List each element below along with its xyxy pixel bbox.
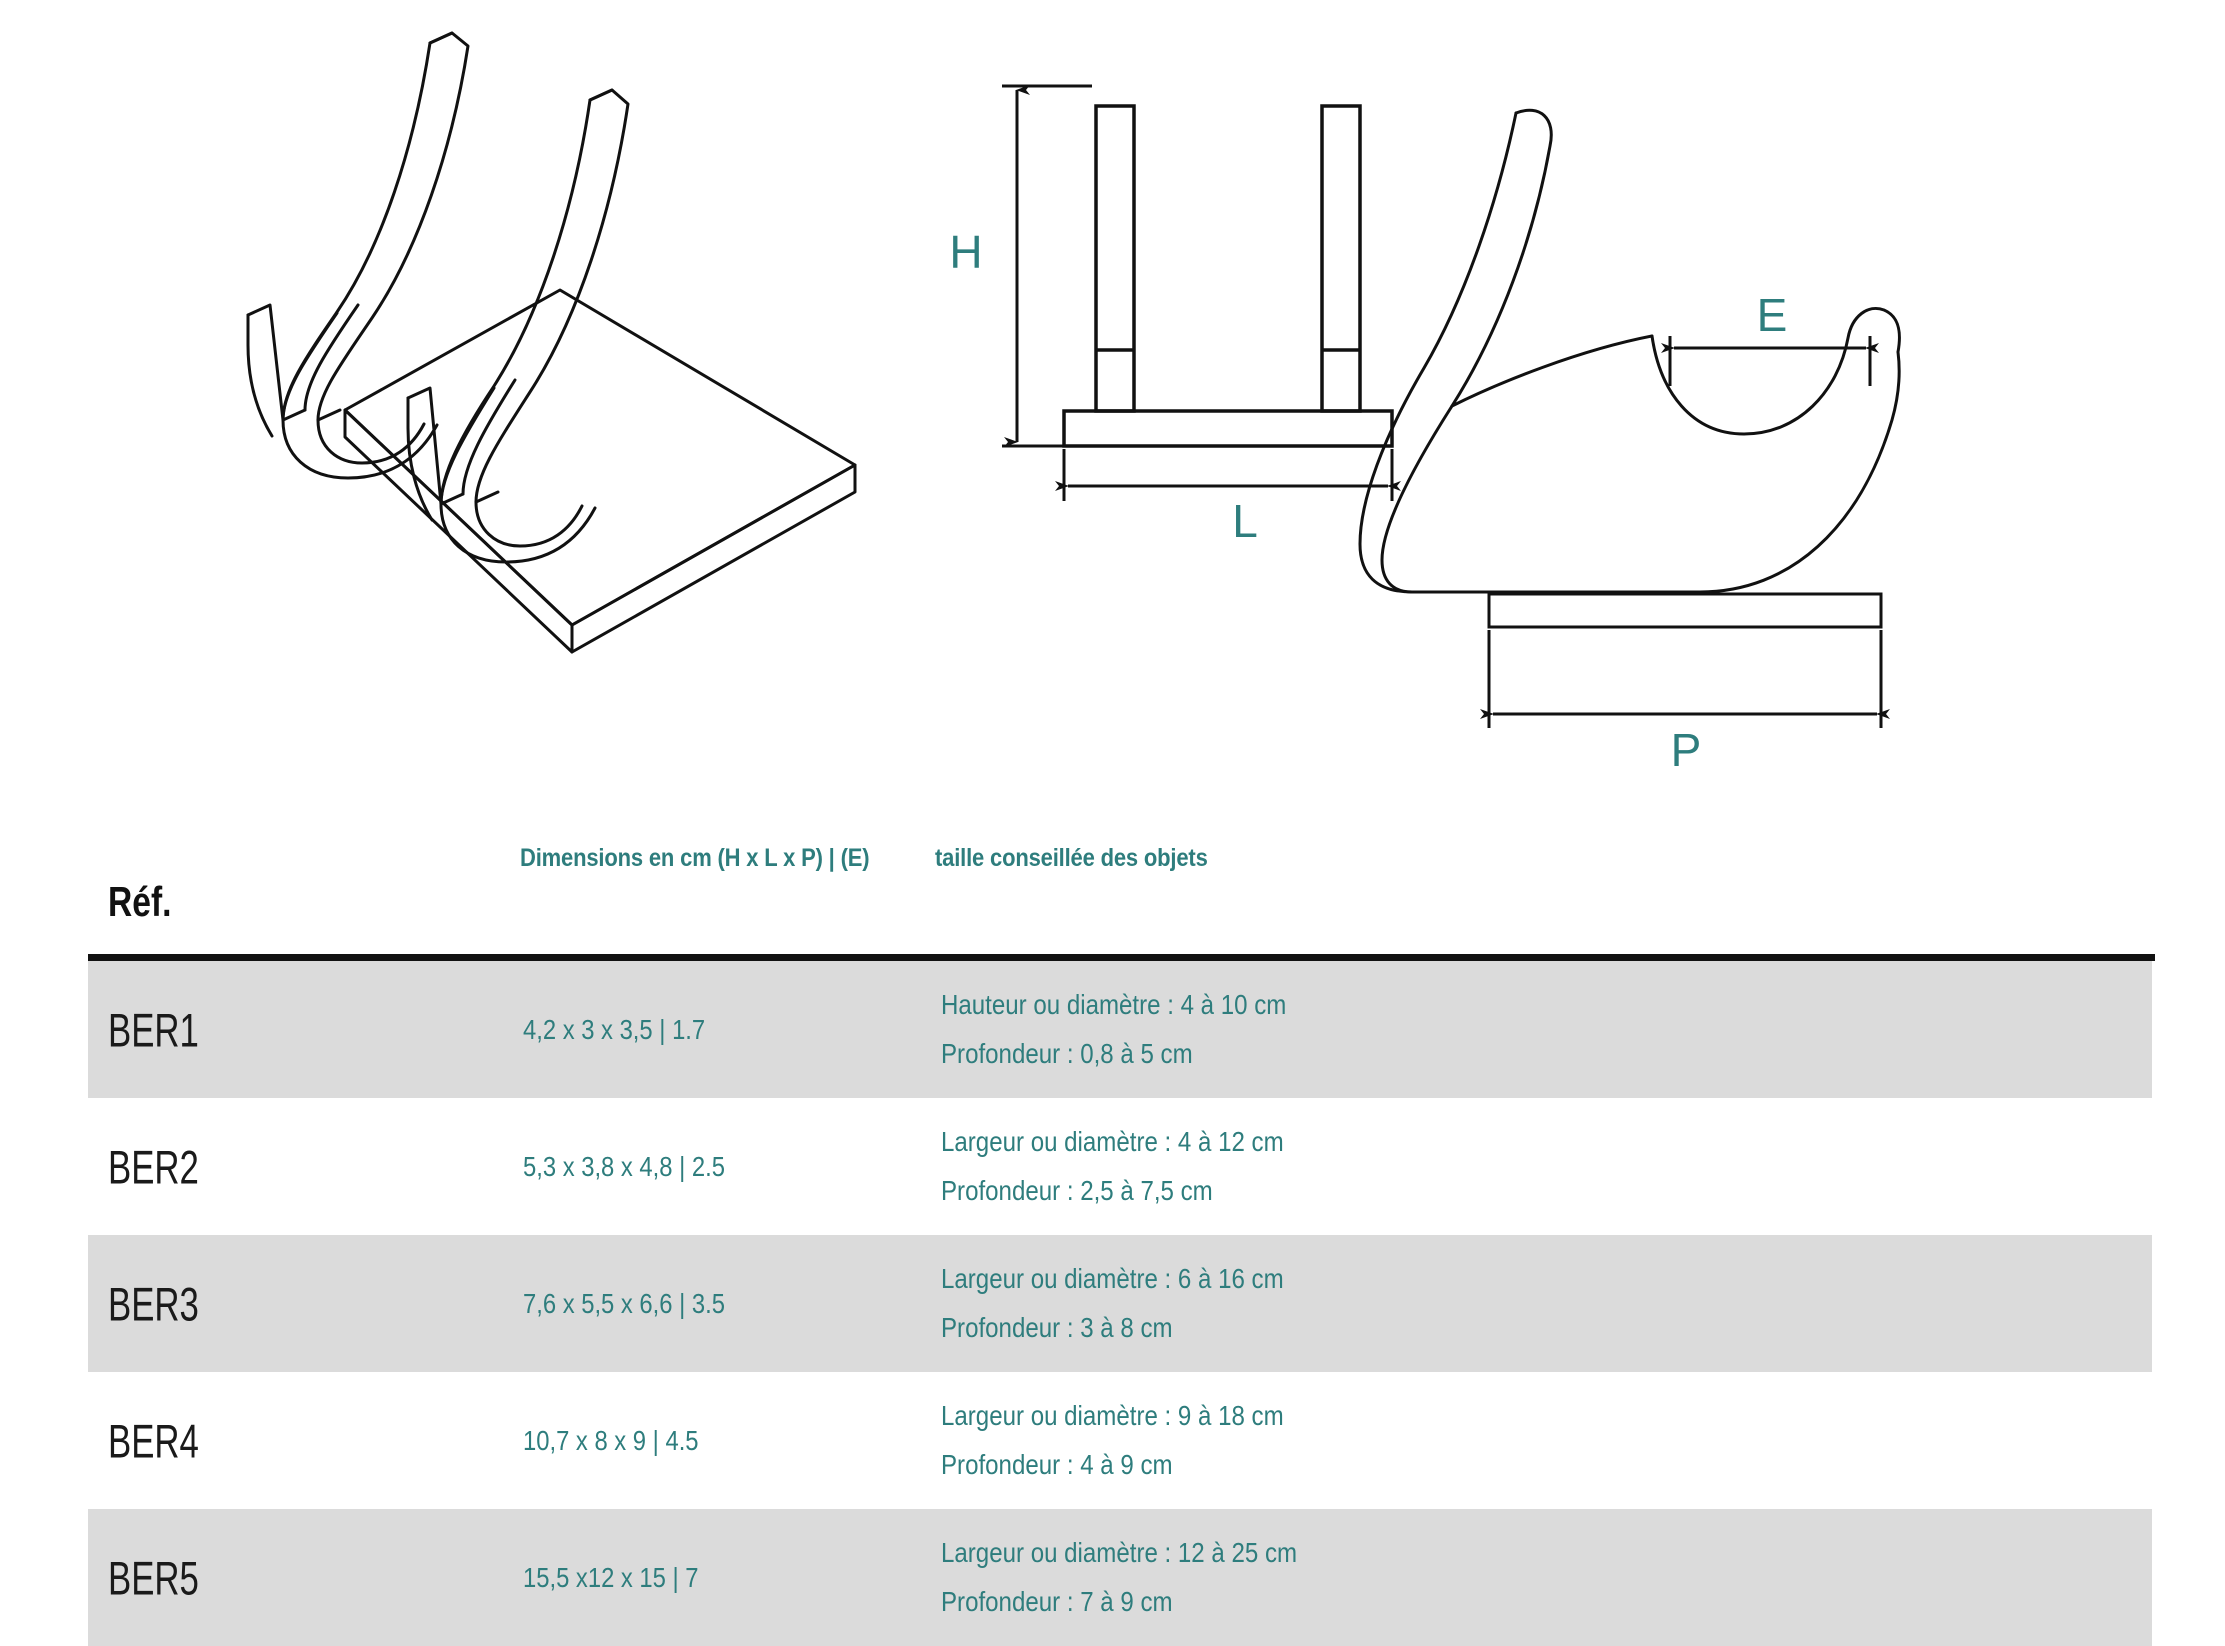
front-view bbox=[1062, 104, 1394, 448]
table-row: BER3 7,6 x 5,5 x 6,6 | 3.5 Largeur ou diam… bbox=[88, 1235, 2152, 1372]
dimension-l bbox=[1055, 449, 1401, 501]
drawings-svg: H L E bbox=[246, 31, 1901, 776]
specifications-table: Dimensions en cm (H x L x P) | (E) taill… bbox=[0, 830, 2225, 1646]
cell-reference: BER5 bbox=[108, 1551, 199, 1604]
header-divider bbox=[88, 954, 2155, 961]
taille-line-primary: Largeur ou diamètre : 12 à 25 cm bbox=[941, 1536, 1298, 1568]
table-row: BER4 10,7 x 8 x 9 | 4.5 Largeur ou diamètr… bbox=[88, 1372, 2152, 1509]
cell-taille-conseillee: Largeur ou diamètre : 12 à 25 cm Profonde… bbox=[941, 1528, 1297, 1628]
cell-taille-conseillee: Largeur ou diamètre : 4 à 12 cm Profondeu… bbox=[941, 1117, 1284, 1217]
taille-line-primary: Hauteur ou diamètre : 4 à 10 cm bbox=[941, 988, 1287, 1020]
isometric-view bbox=[246, 31, 857, 654]
cell-taille-conseillee: Hauteur ou diamètre : 4 à 10 cm Profondeu… bbox=[941, 980, 1286, 1080]
cell-reference: BER2 bbox=[108, 1140, 199, 1193]
cell-dimensions: 7,6 x 5,5 x 6,6 | 3.5 bbox=[523, 1287, 726, 1319]
dimension-e bbox=[1661, 336, 1879, 386]
cell-reference: BER1 bbox=[108, 1003, 199, 1056]
dimension-label-e: E bbox=[1757, 289, 1788, 341]
cell-taille-conseillee: Largeur ou diamètre : 9 à 18 cm Profondeu… bbox=[941, 1391, 1284, 1491]
taille-line-primary: Largeur ou diamètre : 4 à 12 cm bbox=[941, 1125, 1284, 1157]
table-header: Dimensions en cm (H x L x P) | (E) taill… bbox=[0, 830, 2225, 958]
cell-dimensions: 10,7 x 8 x 9 | 4.5 bbox=[523, 1424, 699, 1456]
column-header-ref: Réf. bbox=[108, 878, 172, 925]
table-row: BER5 15,5 x12 x 15 | 7 Largeur ou diamètre… bbox=[88, 1509, 2152, 1646]
taille-line-depth: Profondeur : 3 à 8 cm bbox=[941, 1312, 1173, 1344]
dimension-h bbox=[1002, 84, 1092, 448]
cell-taille-conseillee: Largeur ou diamètre : 6 à 16 cm Profondeu… bbox=[941, 1254, 1284, 1354]
column-header-taille: taille conseillée des objets bbox=[935, 844, 1208, 872]
dimension-p bbox=[1480, 630, 1890, 728]
taille-line-depth: Profondeur : 7 à 9 cm bbox=[941, 1586, 1173, 1618]
cell-dimensions: 15,5 x12 x 15 | 7 bbox=[523, 1561, 699, 1593]
column-header-dimensions: Dimensions en cm (H x L x P) | (E) bbox=[520, 844, 870, 872]
taille-line-primary: Largeur ou diamètre : 6 à 16 cm bbox=[941, 1262, 1284, 1294]
cell-dimensions: 4,2 x 3 x 3,5 | 1.7 bbox=[523, 1013, 706, 1045]
taille-line-depth: Profondeur : 4 à 9 cm bbox=[941, 1449, 1173, 1481]
taille-line-depth: Profondeur : 2,5 à 7,5 cm bbox=[941, 1175, 1213, 1207]
cell-dimensions: 5,3 x 3,8 x 4,8 | 2.5 bbox=[523, 1150, 726, 1182]
cell-reference: BER4 bbox=[108, 1414, 199, 1467]
side-view bbox=[1358, 108, 1901, 629]
taille-line-primary: Largeur ou diamètre : 9 à 18 cm bbox=[941, 1399, 1284, 1431]
table-rows: BER1 4,2 x 3 x 3,5 | 1.7 Hauteur ou diamèt… bbox=[0, 961, 2225, 1646]
dimension-label-p: P bbox=[1671, 724, 1702, 776]
technical-drawings-area: H L E bbox=[246, 31, 1901, 776]
table-row: BER1 4,2 x 3 x 3,5 | 1.7 Hauteur ou diamèt… bbox=[88, 961, 2152, 1098]
dimension-label-h: H bbox=[949, 226, 982, 278]
table-row: BER2 5,3 x 3,8 x 4,8 | 2.5 Largeur ou diam… bbox=[88, 1098, 2152, 1235]
dimension-label-l: L bbox=[1232, 495, 1258, 547]
taille-line-depth: Profondeur : 0,8 à 5 cm bbox=[941, 1038, 1193, 1070]
cell-reference: BER3 bbox=[108, 1277, 199, 1330]
